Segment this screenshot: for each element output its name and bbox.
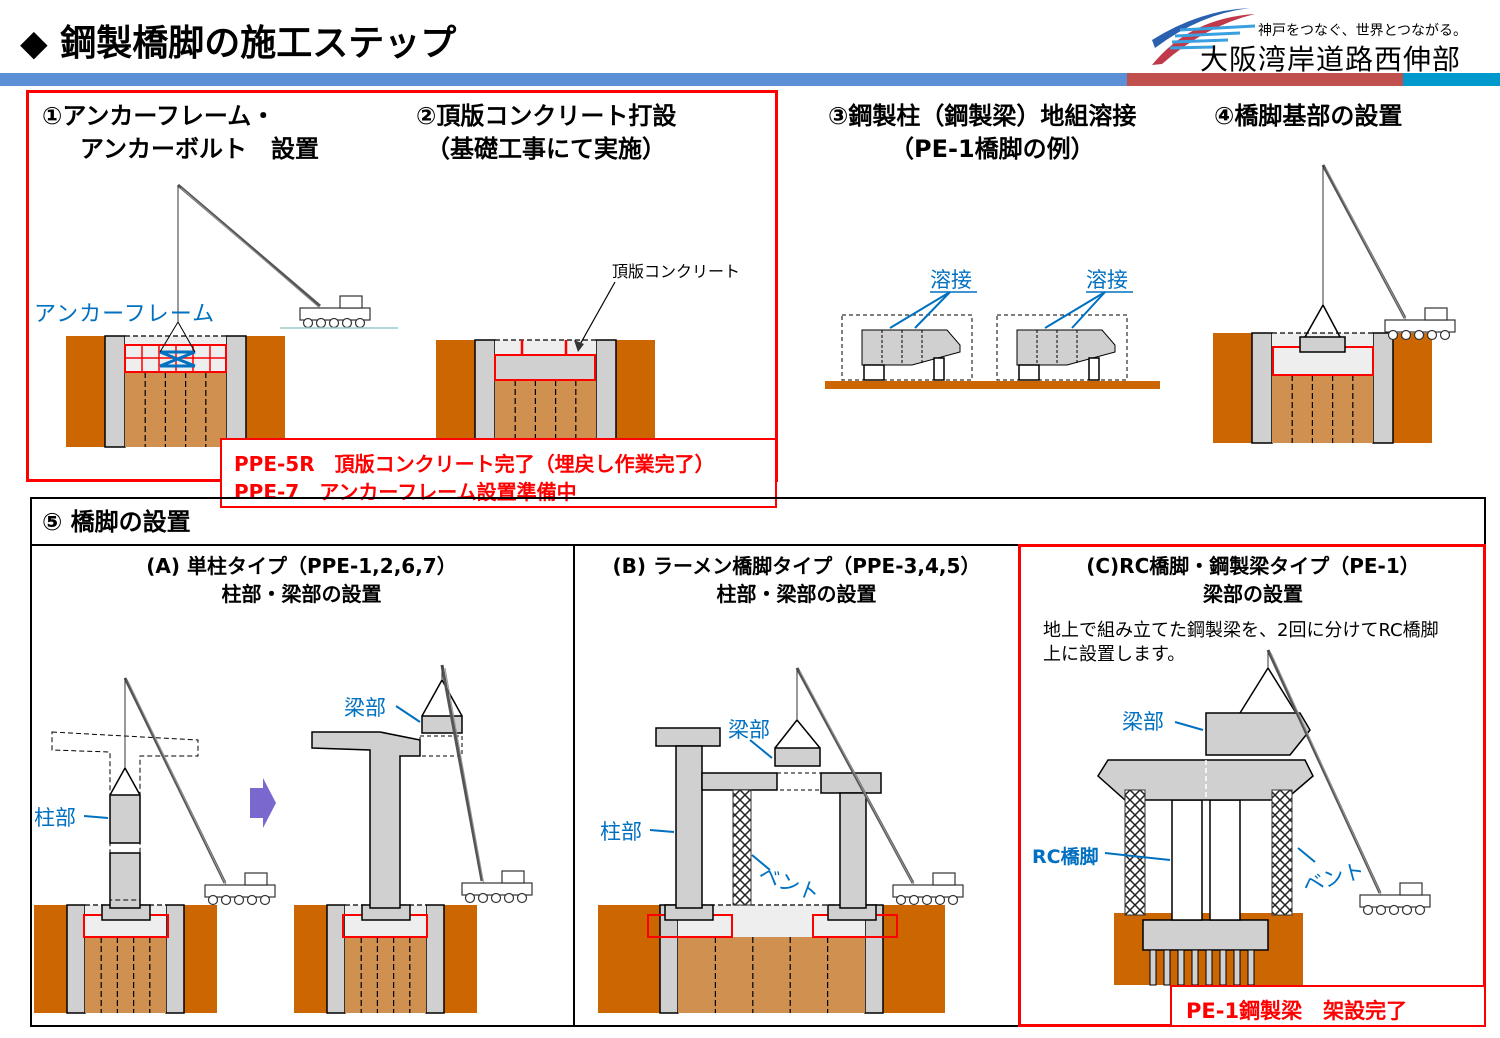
step1-title: ①アンカーフレーム・ xyxy=(42,102,276,130)
c-beam-lifted xyxy=(1205,667,1311,756)
crane-a2 xyxy=(440,664,533,904)
a-pier-2 xyxy=(311,731,463,909)
a-column-lifted xyxy=(109,794,141,844)
a-arrow-right xyxy=(250,778,276,828)
weld-label-1: 溶接 xyxy=(930,268,972,292)
crane-a1 xyxy=(123,677,276,906)
b-foundation xyxy=(598,904,945,1014)
status-box-bottom: PE-1鋼製梁 架設完了 xyxy=(1170,985,1486,1027)
a-foundation-1 xyxy=(34,904,217,1014)
status-box-top: PPE-5R 頂版コンクリート完了（埋戻し作業完了） PPE-7 アンカーフレー… xyxy=(220,438,777,508)
a-arrow-column xyxy=(83,815,109,819)
step3-title: ③鋼製柱（鋼製梁）地組溶接 xyxy=(828,102,1137,130)
step2-title: ②頂版コンクリート打設 xyxy=(416,102,677,130)
step5-divider xyxy=(30,544,1486,546)
ground-bar-3 xyxy=(825,381,1160,389)
a-arrow-beam xyxy=(395,705,421,723)
a-beam-label: 梁部 xyxy=(344,696,386,720)
a-ghost-pier xyxy=(51,731,199,901)
c-arrows xyxy=(1104,721,1316,863)
weld-arrows xyxy=(889,291,1133,329)
b-beam-label: 梁部 xyxy=(728,718,770,742)
crane-c xyxy=(1266,649,1431,916)
header-bar-cyan xyxy=(1403,73,1500,86)
anchor-frame-label: アンカーフレーム xyxy=(34,302,216,327)
step4-title: ④橋脚基部の設置 xyxy=(1214,102,1403,130)
top-slab-label: 頂版コンクリート xyxy=(612,262,741,281)
anchor-frame xyxy=(124,321,227,373)
step2-title-2: （基礎工事にて実施） xyxy=(426,135,666,163)
type-b-subtitle: 柱部・梁部の設置 xyxy=(716,582,877,606)
type-c-subtitle: 梁部の設置 xyxy=(1203,582,1303,606)
a-foundation-2 xyxy=(294,904,477,1014)
step3-title-2: （PE-1橋脚の例） xyxy=(890,135,1095,163)
slab-leader xyxy=(574,281,616,352)
b-arrows xyxy=(649,739,773,871)
logo-tagline: 神戸をつなぐ、世界とつながる。 xyxy=(1258,23,1468,39)
status-bottom-text: PE-1鋼製梁 架設完了 xyxy=(1186,999,1408,1023)
b-column-label: 柱部 xyxy=(600,820,642,844)
column-divider-1 xyxy=(573,545,575,1026)
type-b-title: (B) ラーメン橋脚タイプ（PPE-3,4,5） xyxy=(612,554,981,578)
header-bar-red xyxy=(1127,73,1403,86)
b-frame xyxy=(655,727,882,909)
step5-title: ⑤ 橋脚の設置 xyxy=(42,508,191,536)
step1-title-2: アンカーボルト 設置 xyxy=(80,135,320,163)
type-a-subtitle: 柱部・梁部の設置 xyxy=(221,582,382,606)
page-title: ◆ 鋼製橋脚の施工ステップ xyxy=(20,23,457,64)
weld-assembly-1 xyxy=(841,314,973,381)
base-foundation xyxy=(1213,332,1432,444)
crane-step1 xyxy=(177,183,371,329)
type-c-title: (C)RC橋脚・鋼製梁タイプ（PE-1） xyxy=(1086,554,1420,578)
logo-name: 大阪湾岸道路西伸部 xyxy=(1200,43,1462,76)
crane-b xyxy=(795,667,964,906)
b-bases xyxy=(647,904,898,938)
type-c-desc-1: 地上で組み立てた鋼製梁を、2回に分けてRC橋脚 xyxy=(1043,620,1439,641)
weld-label-2: 溶接 xyxy=(1086,268,1128,292)
type-a-title: (A) 単柱タイプ（PPE-1,2,6,7） xyxy=(146,554,457,578)
status-line-1: PPE-5R 頂版コンクリート完了（埋戻し作業完了） xyxy=(234,452,715,476)
c-bents xyxy=(1124,789,1293,916)
c-foundation xyxy=(1114,913,1303,986)
header-bar-blue xyxy=(0,73,1127,86)
pier-base xyxy=(1272,304,1374,376)
status-line-2: PPE-7 アンカーフレーム設置準備中 xyxy=(234,480,577,504)
c-beam-label: 梁部 xyxy=(1122,710,1164,734)
top-slab xyxy=(494,340,596,381)
b-beam-lifted xyxy=(774,719,821,767)
weld-assembly-2 xyxy=(996,314,1128,381)
a-column-lower xyxy=(109,852,141,909)
b-bent xyxy=(732,789,752,906)
crane-step4 xyxy=(1321,164,1456,341)
c-rc-pier-label: RC橋脚 xyxy=(1032,846,1099,868)
a-column-label: 柱部 xyxy=(34,806,76,830)
type-c-desc-2: 上に設置します。 xyxy=(1043,644,1186,665)
